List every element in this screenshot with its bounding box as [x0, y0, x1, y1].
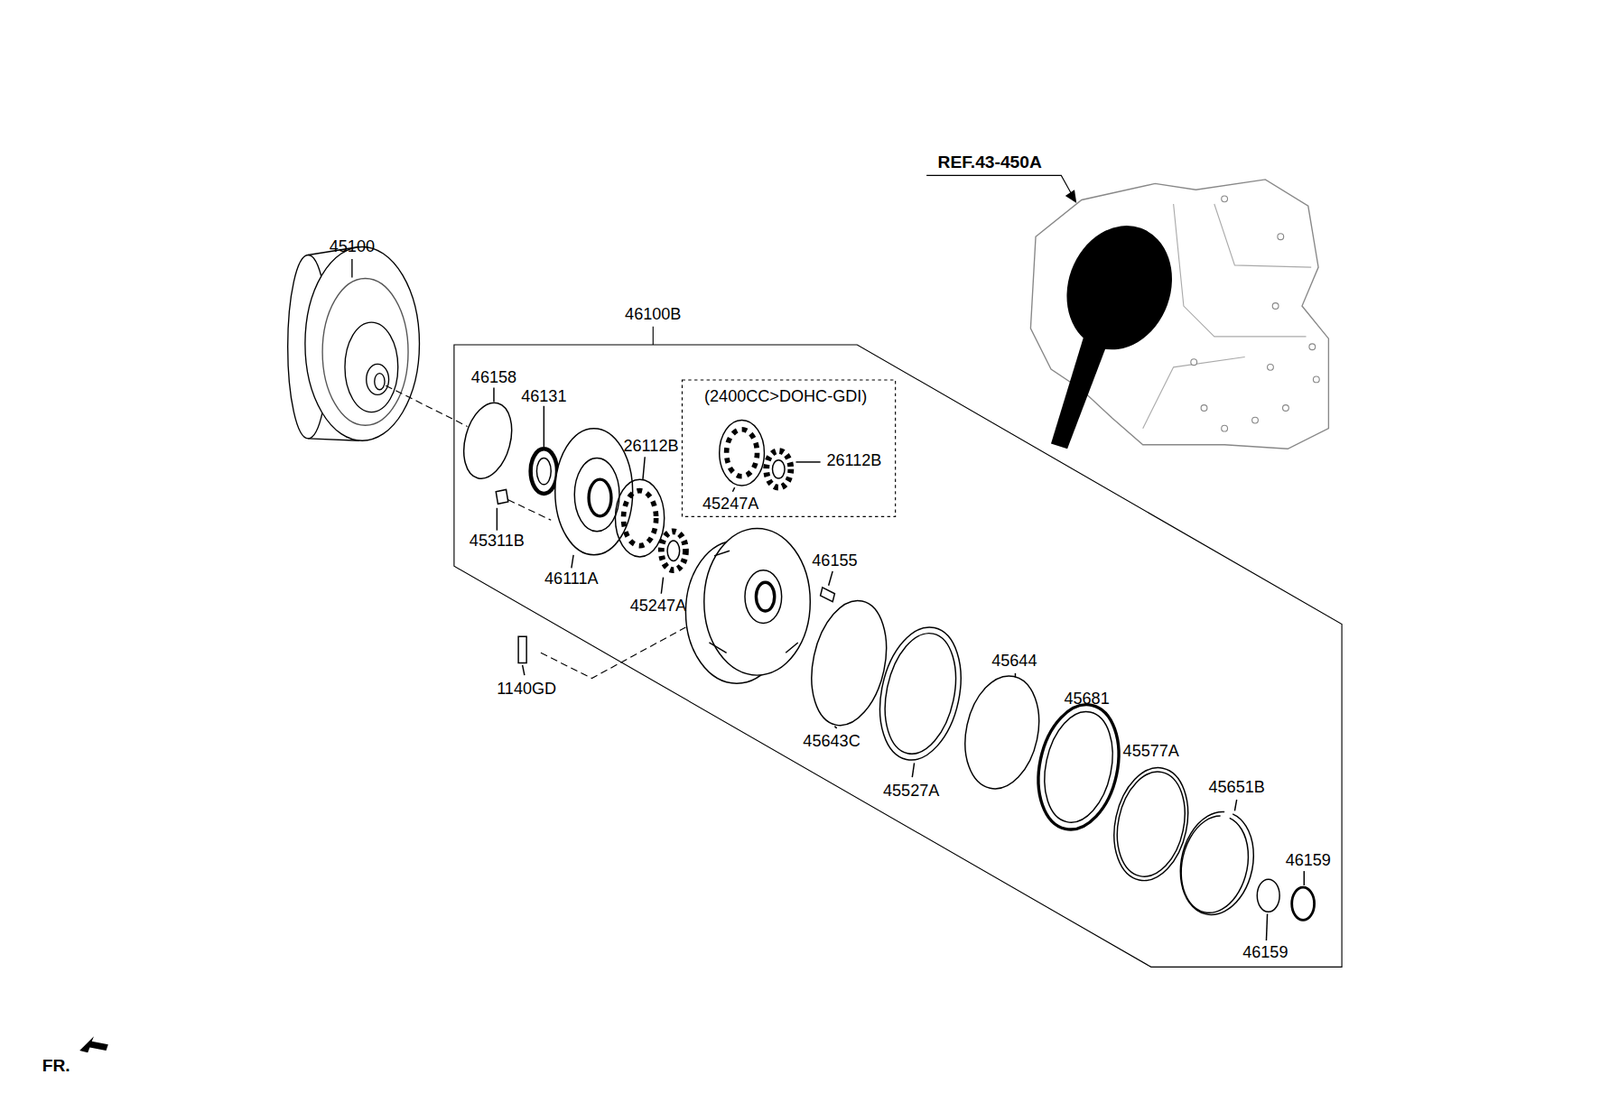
callout-number: 45643C: [802, 733, 860, 752]
callout-number: 45100: [329, 238, 375, 257]
reference-label: REF.43-450A: [938, 153, 1042, 173]
callout-number: 45247A: [630, 596, 687, 615]
callout-number: 45681: [1063, 689, 1109, 708]
callout-number: 46159: [1285, 851, 1331, 870]
front-arrow: [79, 1036, 109, 1053]
callout-number: 45311B: [469, 531, 525, 550]
callout-number: 46155: [811, 552, 857, 571]
callout-number: 46131: [520, 388, 567, 407]
reference-label: FR.: [42, 1058, 71, 1078]
callout-number: 45527A: [883, 781, 940, 800]
group-heading: 46100B: [624, 305, 681, 324]
transmission-housing: [926, 175, 1329, 449]
axis-leader: [385, 385, 686, 679]
alt-gears: [719, 420, 821, 493]
callout-number: 26112B: [623, 437, 679, 456]
callout-number: 26112B: [826, 451, 882, 470]
callout-number: 45644: [991, 651, 1037, 670]
rings: [800, 594, 1315, 941]
variant-box: (2400CC>DOHC-GDI) 45247A 26112B: [681, 379, 896, 518]
callout-number: 46159: [1242, 944, 1288, 963]
callout-number: 46111A: [544, 569, 599, 588]
region-outline: [454, 344, 1342, 968]
callout-number: 45651B: [1209, 778, 1266, 797]
assembly-region: 46100B (2400CC>DOHC-GDI) 45247A 26112B: [448, 302, 1347, 977]
group-heading: (2400CC>DOHC-GDI): [704, 388, 867, 407]
callout-number: 1140GD: [496, 679, 557, 698]
callout-number: 45247A: [702, 494, 759, 513]
callout-number: 45577A: [1123, 742, 1180, 761]
node-outline: [448, 302, 1347, 977]
callout-number: 46158: [471, 368, 517, 387]
torque-converter: [288, 246, 420, 441]
pump-parts: [455, 387, 835, 684]
leader-line: [652, 326, 654, 345]
dashed-frame: [681, 380, 895, 517]
